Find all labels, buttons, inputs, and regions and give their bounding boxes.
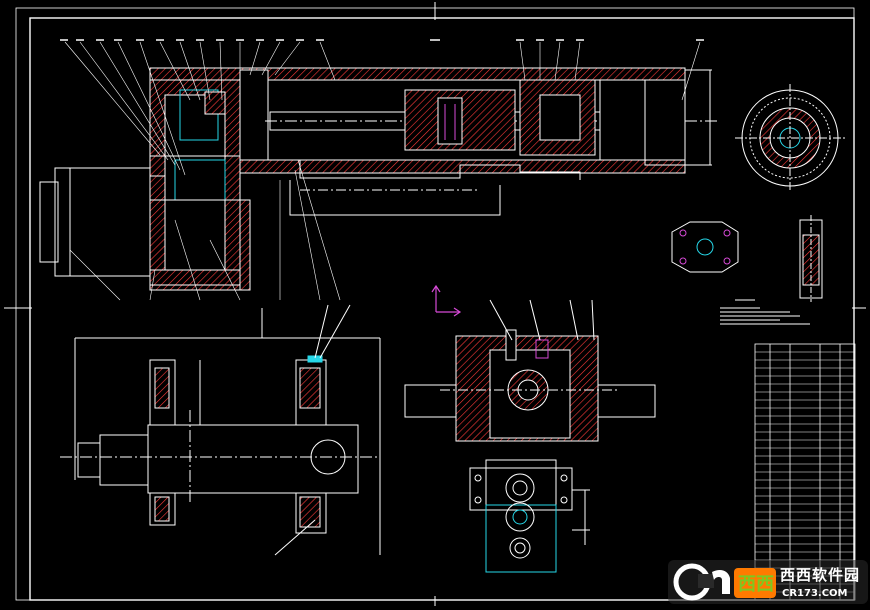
title-block-rows — [755, 351, 855, 593]
watermark-logo: 西西 西西软件园 CR173.COM — [668, 556, 868, 606]
main-assembly-section — [39, 67, 720, 291]
gear-detail-view — [469, 459, 590, 573]
plan-view — [60, 304, 381, 556]
technical-notes — [720, 299, 810, 325]
svg-text:西西: 西西 — [738, 574, 774, 595]
axis-marker — [431, 284, 462, 317]
watermark-emblem-icon: 西西 — [668, 560, 868, 604]
watermark-brand: 西西软件园 — [780, 566, 861, 584]
watermark-url: CR173.COM — [782, 588, 848, 599]
vertical-part-view — [799, 215, 823, 302]
drawing-frame — [4, 2, 866, 606]
flange-view — [735, 84, 845, 192]
callout-leaders-top — [64, 41, 701, 301]
plate-view — [671, 221, 739, 273]
cross-section-view — [404, 299, 656, 442]
